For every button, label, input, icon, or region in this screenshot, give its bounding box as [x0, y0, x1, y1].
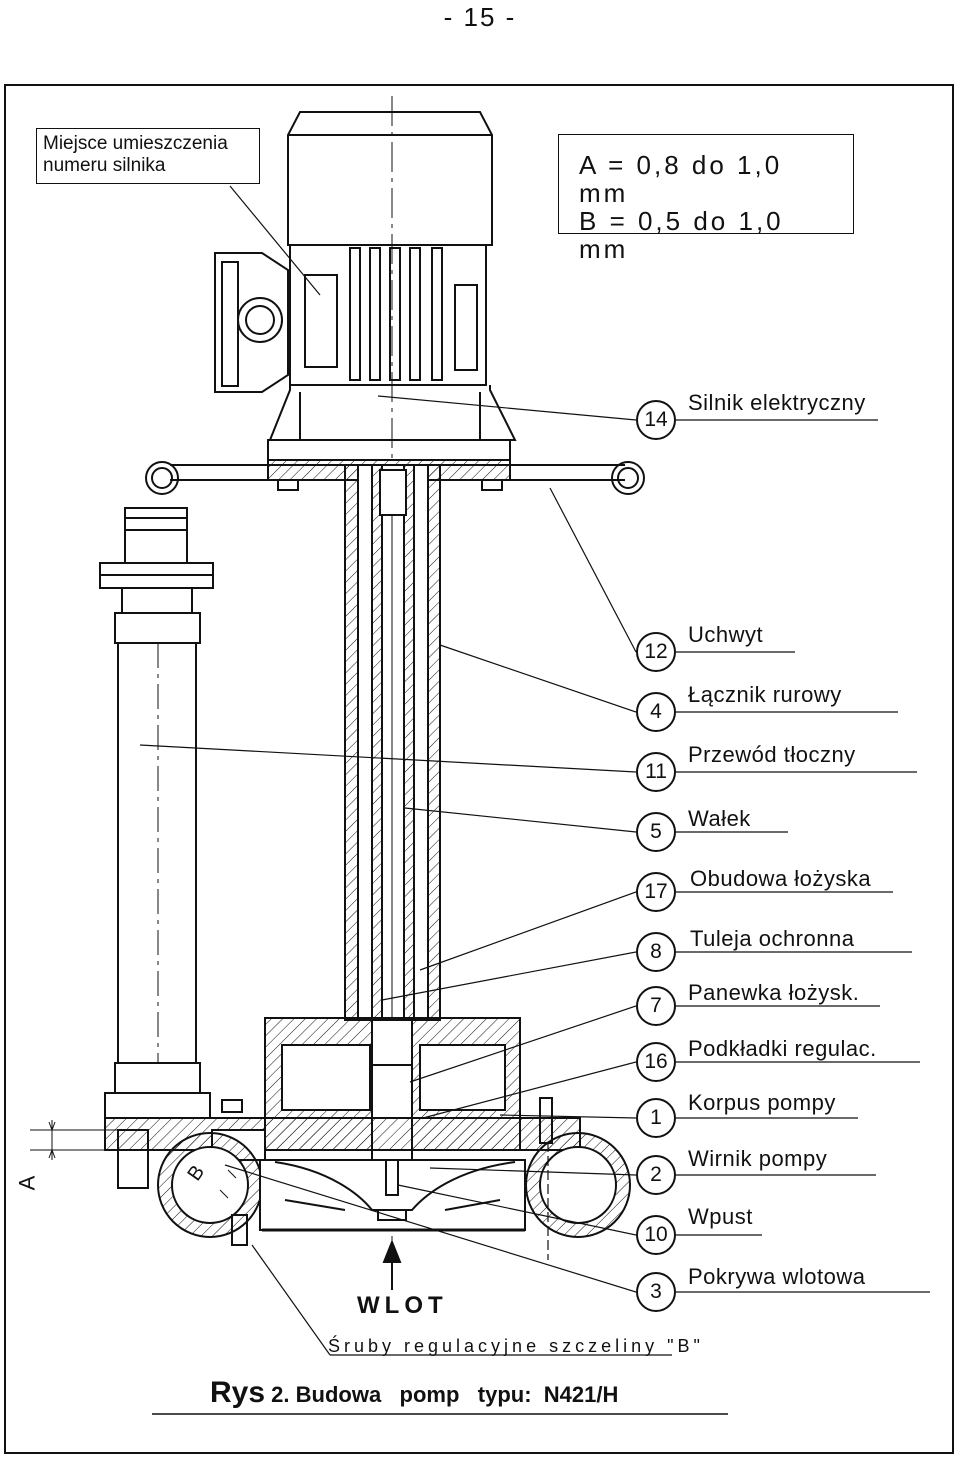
page-number: - 15 - — [443, 2, 517, 32]
callout-number-3: 3 — [636, 1272, 676, 1312]
part-label-17: Obudowa łożyska — [690, 866, 872, 891]
callout-number-10: 10 — [636, 1215, 676, 1255]
shaft-column — [344, 464, 441, 1021]
part-label-5: Wałek — [688, 806, 751, 831]
leader-lines — [139, 185, 930, 1356]
callout-number-14: 14 — [636, 400, 676, 440]
callout-number-5: 5 — [636, 812, 676, 852]
part-label-7: Panewka łożysk. — [688, 980, 860, 1005]
caption-text: Budowa pomp typu: N421/H — [295, 1382, 619, 1407]
callout-number-17: 17 — [636, 872, 676, 912]
inlet-arrow — [382, 1239, 402, 1290]
motor-number-note-text: Miejsce umieszczenia numeru silnika — [43, 133, 228, 176]
callout-number-11: 11 — [636, 752, 676, 792]
dimension-a-label: A — [14, 1175, 40, 1191]
gap-spec-a: A = 0,8 do 1,0 mm — [579, 150, 783, 208]
part-label-1: Korpus pompy — [688, 1090, 836, 1115]
adjusting-screws-note: Śruby regulacyjne szczeliny "B" — [328, 1336, 704, 1356]
part-label-12: Uchwyt — [688, 622, 764, 647]
gap-specification-box: A = 0,8 do 1,0 mm B = 0,5 do 1,0 mm — [558, 134, 854, 263]
part-label-10: Wpust — [688, 1204, 753, 1229]
part-label-4: Łącznik rurowy — [688, 682, 842, 707]
inlet-label: WLOT — [357, 1292, 448, 1319]
callout-number-7: 7 — [636, 986, 676, 1026]
part-label-16: Podkładki regulac. — [688, 1036, 877, 1061]
callout-number-2: 2 — [636, 1155, 676, 1195]
part-label-2: Wirnik pompy — [688, 1146, 828, 1171]
dimension-b — [219, 1169, 237, 1199]
part-label-3: Pokrywa wlotowa — [688, 1264, 866, 1289]
callout-number-1: 1 — [636, 1098, 676, 1138]
part-label-8: Tuleja ochronna — [690, 926, 855, 951]
caption-number: 2. — [271, 1382, 290, 1407]
pump-casing — [104, 1017, 631, 1246]
callout-number-16: 16 — [636, 1042, 676, 1082]
part-label-14: Silnik elektryczny — [688, 390, 866, 415]
callout-number-12: 12 — [636, 632, 676, 672]
callout-number-4: 4 — [636, 692, 676, 732]
drawing-frame — [4, 84, 954, 1454]
part-label-11: Przewód tłoczny — [688, 742, 856, 767]
electric-motor — [214, 111, 517, 441]
discharge-pipe — [99, 507, 214, 1189]
dimension-a — [30, 1120, 118, 1160]
callout-number-8: 8 — [636, 932, 676, 972]
gap-spec-b: B = 0,5 do 1,0 mm — [579, 206, 784, 264]
motor-number-note: Miejsce umieszczenia numeru silnika — [36, 128, 260, 184]
caption-prefix: Rys — [210, 1376, 266, 1409]
figure-caption: Rys 2. Budowa pomp typu: N421/H — [210, 1376, 618, 1410]
